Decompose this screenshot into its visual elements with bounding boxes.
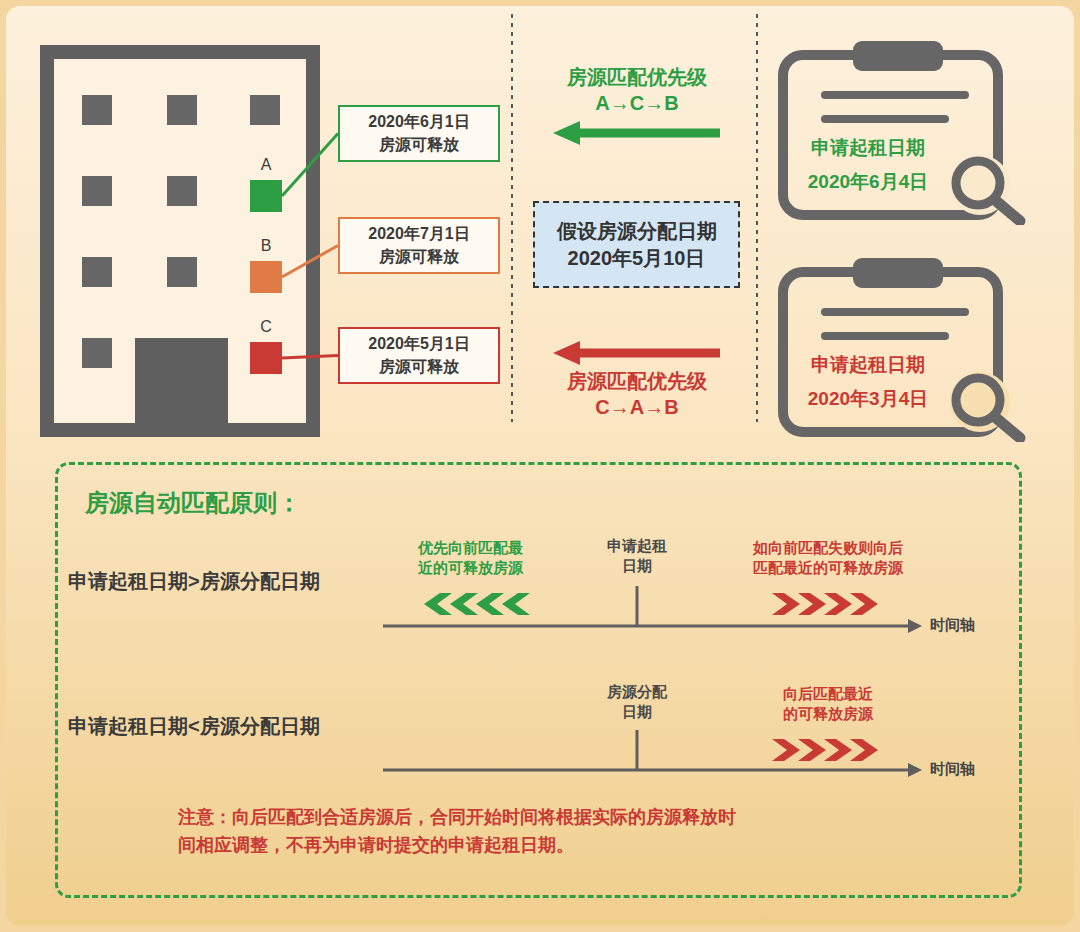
priority-label: 房源匹配优先级 A→C→B	[566, 64, 709, 116]
clipboard-clip	[853, 258, 943, 288]
match-note: 如向前匹配失败则向后 匹配最近的可释放房源	[752, 538, 905, 577]
rule-condition: 申请起租日期<房源分配日期	[68, 713, 320, 739]
chevron	[824, 593, 852, 615]
chevron	[772, 739, 800, 761]
node-text: 2020年5月1日 房源可释放	[367, 333, 472, 378]
node-text: 假设房源分配日期 2020年5月10日	[555, 218, 718, 272]
arrow-head	[553, 121, 580, 145]
divider	[756, 14, 758, 422]
chevron	[798, 739, 826, 761]
chevron	[824, 739, 852, 761]
chevron	[476, 593, 504, 615]
chevron	[798, 593, 826, 615]
unit-letter: A	[261, 156, 272, 174]
leader-line-stroke	[282, 246, 338, 278]
application-clipboard: 申请起租日期 2020年3月4日	[775, 252, 1040, 442]
priority-arrow	[575, 349, 720, 358]
timeline	[383, 625, 912, 628]
rule-condition: 申请起租日期>房源分配日期	[68, 568, 320, 594]
unit-square: B	[250, 261, 282, 293]
unit-square: C	[250, 342, 282, 374]
release-callout: 2020年6月1日 房源可释放	[338, 105, 500, 162]
leader-line	[282, 134, 338, 197]
arrow-head	[908, 619, 922, 633]
leader-line	[282, 246, 338, 278]
allocation-date-box: 假设房源分配日期 2020年5月10日	[533, 201, 740, 288]
tick	[636, 730, 639, 770]
magnifier-handle	[995, 200, 1020, 221]
node-text: 申请起租日期 2020年6月4日	[806, 131, 930, 199]
release-callout: 2020年5月1日 房源可释放	[338, 327, 500, 384]
node-text: 2020年6月1日 房源可释放	[367, 111, 472, 156]
text-line	[825, 115, 945, 123]
node-text: 申请起租日期 2020年3月4日	[806, 348, 930, 416]
chevron	[850, 739, 878, 761]
chevron	[772, 593, 800, 615]
match-note: 向后匹配最近 的可释放房源	[782, 684, 875, 723]
rules-panel: 房源自动匹配原则：	[55, 462, 1022, 898]
door	[135, 338, 228, 433]
clipboard-icon	[775, 35, 1040, 225]
axis-marker-label: 申请起租 日期	[606, 536, 669, 575]
match-note: 优先向前匹配最 近的可释放房源	[416, 538, 524, 577]
clipboard-icon	[775, 252, 1040, 442]
node-text: 2020年7月1日 房源可释放	[367, 223, 472, 268]
axis-marker-label: 房源分配 日期	[606, 682, 669, 721]
axis-label: 时间轴	[930, 615, 975, 635]
panel-title: 房源自动匹配原则：	[85, 487, 301, 519]
leader-line-stroke	[282, 134, 338, 197]
leader-line	[282, 356, 338, 359]
divider	[511, 14, 513, 422]
text-line	[825, 332, 945, 340]
text-line	[825, 91, 965, 99]
chevron	[424, 593, 452, 615]
windows	[82, 95, 280, 368]
unit-letter: B	[261, 237, 272, 255]
timeline	[383, 769, 912, 772]
application-clipboard: 申请起租日期 2020年6月4日	[775, 35, 1040, 225]
priority-arrow	[575, 129, 720, 138]
text-line	[825, 308, 965, 316]
arrow-head	[553, 341, 580, 365]
unit-square: A	[250, 180, 282, 212]
leader-line-stroke	[282, 356, 338, 359]
chevron	[502, 593, 530, 615]
priority-label: 房源匹配优先级 C→A→B	[566, 368, 709, 420]
axis-label: 时间轴	[930, 759, 975, 779]
chevrons	[424, 593, 878, 761]
release-callout: 2020年7月1日 房源可释放	[338, 217, 500, 274]
warning-note: 注意：向后匹配到合适房源后，合同开始时间将根据实际的房源释放时 间相应调整，不再…	[178, 804, 739, 860]
unit-letter: C	[260, 318, 272, 336]
arrow-head	[908, 763, 922, 777]
tick	[636, 586, 639, 626]
chevron	[450, 593, 478, 615]
clipboard-clip	[853, 41, 943, 71]
magnifier-handle	[995, 417, 1020, 438]
chevron	[850, 593, 878, 615]
